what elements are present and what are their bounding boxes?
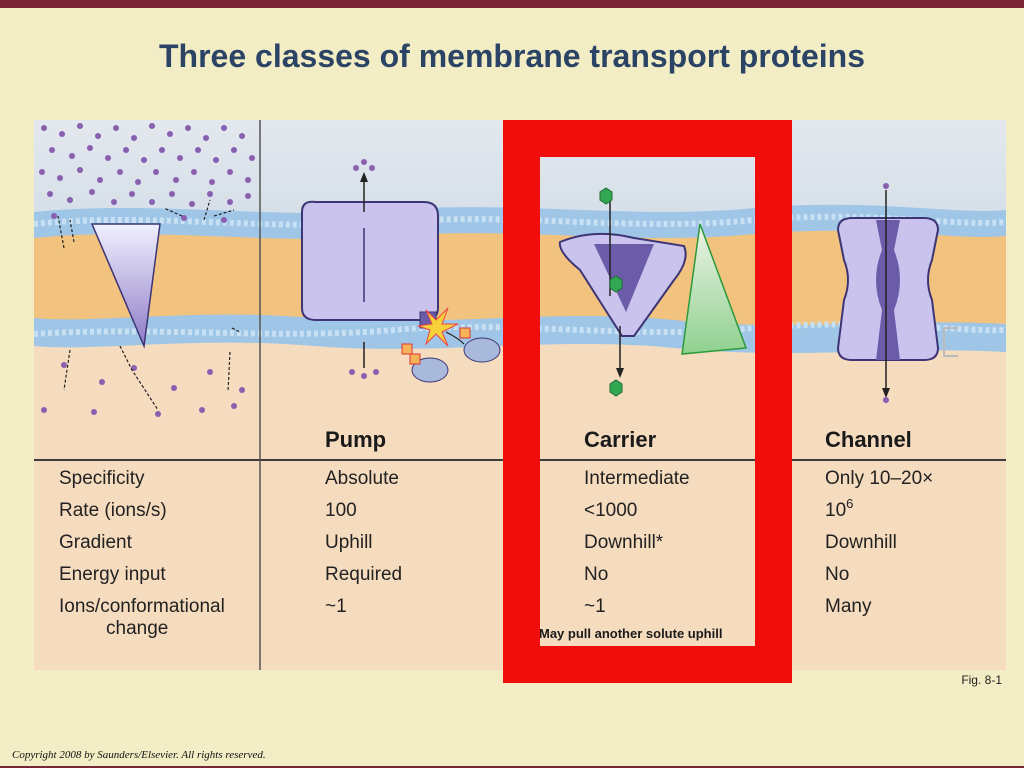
copyright-notice: Copyright 2008 by Saunders/Elsevier. All… <box>12 749 266 761</box>
pump-ions: ~1 <box>325 596 347 617</box>
channel-specificity: Only 10–20× <box>825 468 934 489</box>
diffusion-arrows <box>57 199 241 411</box>
column-header-carrier: Carrier <box>584 427 657 452</box>
channel-rate: 106 <box>825 496 853 523</box>
carrier-energy: No <box>584 564 609 585</box>
column-header-channel: Channel <box>825 427 912 452</box>
carrier-gradient-cone <box>681 223 748 355</box>
illustrator-watermark <box>943 327 958 357</box>
figure-label: Fig. 8-1 <box>961 673 1002 687</box>
column-header-pump: Pump <box>325 427 387 452</box>
pump-energy: Required <box>325 564 403 585</box>
carrier-rate: <1000 <box>584 500 638 521</box>
bottom-accent-bar <box>0 766 1024 768</box>
channel-ions: Many <box>825 596 872 617</box>
extracellular-space <box>34 120 1006 215</box>
pump-protein <box>301 200 439 321</box>
slide-title: Three classes of membrane transport prot… <box>159 38 865 74</box>
ion-particles <box>39 123 255 417</box>
channel-rate-exponent: 6 <box>846 496 854 511</box>
row-label-energy: Energy input <box>59 564 166 585</box>
row-label-rate: Rate (ions/s) <box>59 500 167 521</box>
row-label-ions-line2: change <box>106 618 169 639</box>
carrier-specificity: Intermediate <box>584 468 690 489</box>
channel-energy: No <box>825 564 850 585</box>
pump-rate: 100 <box>325 500 357 521</box>
row-label-specificity: Specificity <box>59 468 145 489</box>
figure-illustration <box>34 120 1006 670</box>
pump-gradient: Uphill <box>325 532 373 553</box>
carrier-ions: ~1 <box>584 596 606 617</box>
top-accent-bar <box>0 0 1024 8</box>
carrier-gradient: Downhill* <box>584 532 664 553</box>
channel-rate-base: 10 <box>825 500 847 521</box>
row-label-gradient: Gradient <box>59 532 132 553</box>
diffusion-cone <box>90 223 161 349</box>
row-label-ions-line1: Ions/conformational <box>59 596 225 617</box>
channel-gradient: Downhill <box>825 532 897 553</box>
transport-proteins-figure: Pump Carrier Channel Specificity Rate (i… <box>34 120 1006 670</box>
pump-specificity: Absolute <box>325 468 399 489</box>
carrier-footnote: May pull another solute uphill <box>539 626 723 641</box>
